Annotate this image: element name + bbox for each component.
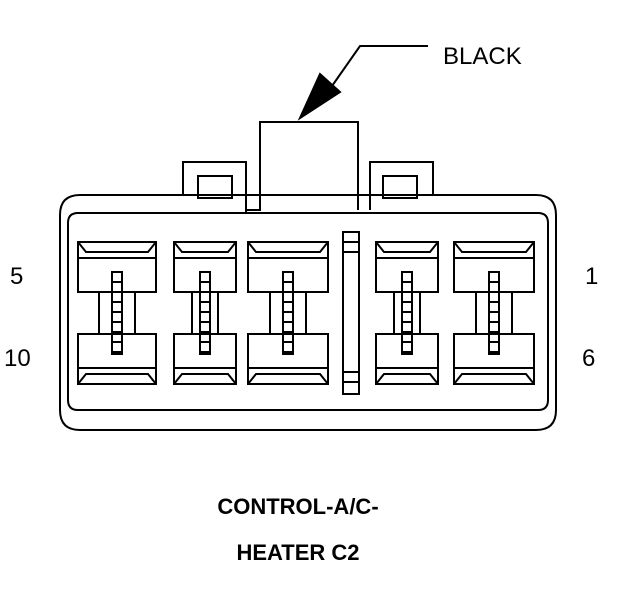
- right-latch-window: [382, 175, 418, 199]
- connector-key: [246, 121, 359, 211]
- terminal-cavity-2: [173, 241, 237, 385]
- wire-color-label: BLACK: [443, 43, 522, 70]
- pin-label-top-right: 1: [585, 263, 598, 290]
- wire-color-callout: [297, 45, 428, 121]
- caption-line-2: HEATER C2: [236, 540, 359, 565]
- callout-arrowhead: [297, 72, 342, 121]
- left-latch-window: [197, 175, 233, 199]
- connector-outer-shell: [59, 194, 557, 431]
- terminal-cavity-1: [77, 241, 157, 385]
- pin-label-bottom-left: 10: [4, 345, 31, 372]
- connector-body: [59, 121, 557, 431]
- terminal-cavities: [77, 241, 535, 385]
- pin-label-top-left: 5: [10, 263, 23, 290]
- pin-label-bottom-right: 6: [582, 345, 595, 372]
- callout-leader-line: [317, 45, 428, 107]
- terminal-cavity-5: [453, 241, 535, 385]
- right-latch-tab: [369, 161, 434, 210]
- left-latch-tab: [182, 161, 247, 212]
- caption-line-1: CONTROL-A/C-: [217, 494, 378, 519]
- terminal-cavity-4: [375, 241, 439, 385]
- center-divider-rib: [342, 231, 360, 395]
- terminal-cavity-3: [247, 241, 329, 385]
- connector-inner-face: [67, 212, 549, 411]
